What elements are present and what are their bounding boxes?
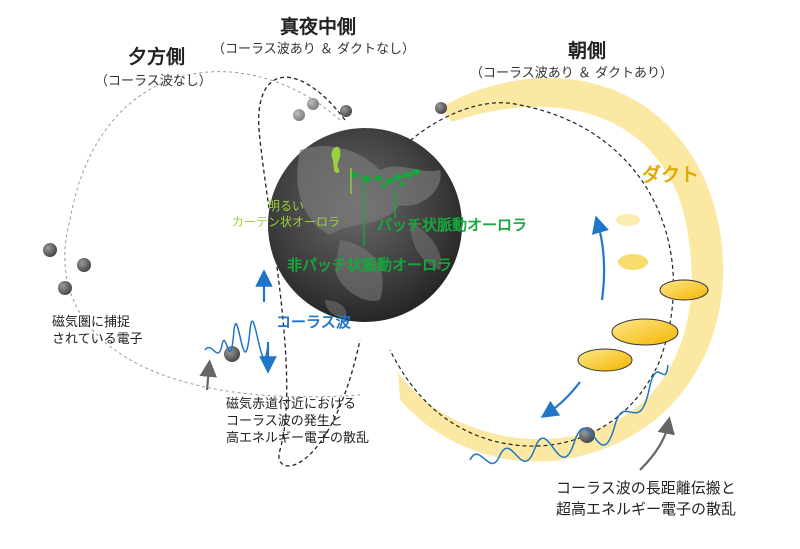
curtain-aurora-label-line2: カーテン状オーロラ	[231, 215, 340, 229]
midnight-field-line	[258, 76, 361, 467]
dawn-subtitle: （コーラス波あり ＆ ダクトあり）	[470, 66, 674, 81]
non-patch-aurora-label: 非パッチ状脈動オーロラ	[287, 256, 453, 274]
curtain-aurora-label: 明るい カーテン状オーロラ	[222, 198, 350, 230]
arrow-icon	[540, 381, 581, 418]
electron-particle-icon	[307, 98, 319, 110]
arrow-icon	[639, 416, 675, 471]
midnight-title: 真夜中側	[280, 16, 357, 38]
trapped-electrons-label: 磁気圏に捕捉 されている電子	[52, 314, 143, 348]
duct-band	[398, 78, 724, 462]
electron-particle-icon	[579, 427, 595, 443]
equator-line3: 高エネルギー電子の散乱	[226, 431, 370, 446]
midnight-subtitle: （コーラス波あり ＆ ダクトなし）	[212, 42, 416, 57]
equator-line2: コーラス波の発生と	[226, 414, 343, 429]
long-range-line1: コーラス波の長距離伝搬と	[556, 479, 736, 497]
arrow-icon	[199, 359, 217, 391]
patch-aurora-label: パッチ状脈動オーロラ	[377, 216, 528, 234]
equator-scattering-label: 磁気赤道付近における コーラス波の発生と 高エネルギー電子の散乱	[226, 396, 369, 447]
chorus-wave-icon	[469, 364, 669, 465]
trapped-electrons-line1: 磁気圏に捕捉	[52, 315, 131, 330]
dusk-title: 夕方側	[128, 46, 186, 68]
curtain-aurora-label-line1: 明るい	[267, 199, 304, 213]
dusk-subtitle: （コーラス波なし）	[95, 74, 212, 89]
duct-disc	[577, 214, 709, 372]
long-range-line2: 超高エネルギー電子の散乱	[556, 500, 737, 518]
dawn-title: 朝側	[568, 40, 607, 62]
equator-line1: 磁気赤道付近における	[226, 397, 357, 412]
chorus-wave-icon	[204, 320, 269, 359]
chorus-wave-label: コーラス波	[276, 313, 351, 331]
dusk-field-line	[64, 71, 361, 398]
dawn-field-line	[389, 102, 674, 447]
electron-particle-icon	[340, 105, 352, 117]
arrow-icon	[591, 215, 609, 301]
duct-label: ダクト	[642, 164, 700, 186]
electron-particle-icon	[58, 281, 72, 295]
long-range-label: コーラス波の長距離伝搬と 超高エネルギー電子の散乱	[556, 478, 736, 520]
curtain-aurora	[331, 146, 341, 174]
earth-globe-icon	[268, 128, 462, 322]
electron-particle-icon	[43, 243, 57, 257]
patch-aurora	[349, 169, 420, 188]
electron-particle-icon	[435, 102, 447, 114]
electron-particle-icon	[293, 109, 305, 121]
electron-particle-icon	[77, 258, 91, 272]
trapped-electrons-line2: されている電子	[52, 332, 143, 347]
